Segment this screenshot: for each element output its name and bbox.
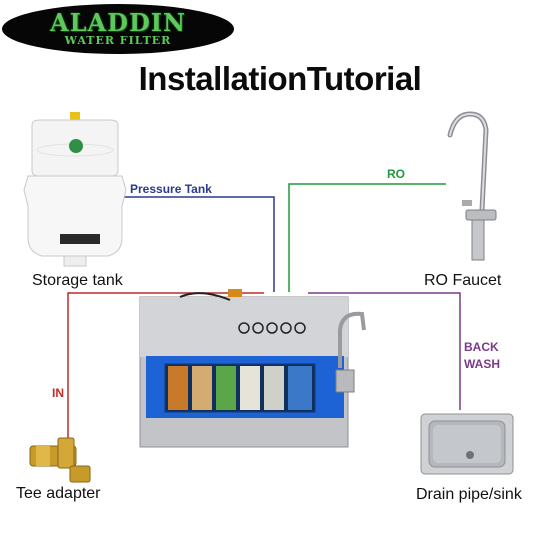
- drain-label: Drain pipe/sink: [416, 486, 522, 503]
- ro-faucet-label: RO Faucet: [424, 272, 502, 289]
- logo-subtitle: WATER FILTER: [64, 34, 172, 47]
- pressure-tank-line: [122, 196, 275, 292]
- storage-tank-label: Storage tank: [32, 272, 123, 289]
- back-wash-label-line1: BACK: [464, 340, 499, 354]
- pressure-tank-line-label: Pressure Tank: [130, 182, 212, 196]
- tee-adapter-label: Tee adapter: [16, 485, 101, 502]
- brand-logo: ALADDIN WATER FILTER: [2, 4, 234, 54]
- page-title: InstallationTutorial: [138, 60, 422, 97]
- back-wash-label-line2: WASH: [464, 357, 500, 371]
- ro-line-label: RO: [387, 167, 405, 181]
- ro-faucet-icon: [447, 111, 497, 261]
- storage-tank-icon: [23, 112, 127, 267]
- drain-sink-icon: [420, 413, 514, 475]
- ro-filter-unit-icon: [139, 289, 366, 448]
- tee-adapter-icon: [29, 437, 91, 483]
- in-line-label: IN: [52, 386, 64, 400]
- ro-line: [288, 183, 446, 292]
- logo-name: ALADDIN: [50, 8, 186, 37]
- back-wash-line: [308, 292, 461, 410]
